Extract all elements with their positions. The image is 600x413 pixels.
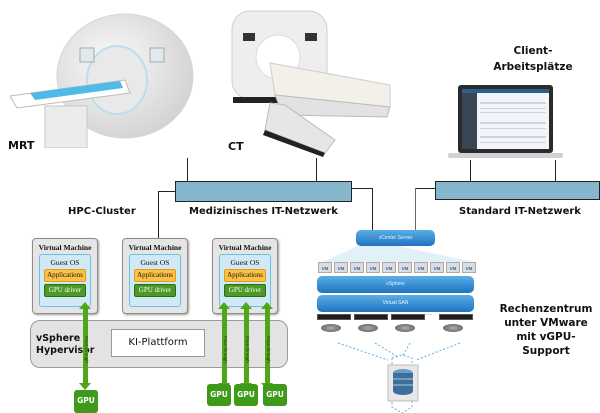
passthrough-label: Pass-through xyxy=(223,336,228,363)
dc-link-medical-v xyxy=(372,188,373,230)
clients-label-line2: Arbeitsplätze xyxy=(493,61,573,73)
datacenter-caption: Rechenzentrum unter VMware mit vGPU- Sup… xyxy=(492,302,600,358)
dc-link-standard-h xyxy=(415,188,436,189)
dc-link-standard-v xyxy=(415,188,416,230)
caption-line: Support xyxy=(522,345,570,357)
mri-scanner-image xyxy=(5,8,195,149)
vm-title: Virtual Machine xyxy=(128,243,182,252)
caption-line: unter VMware xyxy=(504,317,588,329)
server-1 xyxy=(317,314,351,320)
vm-box: VM xyxy=(334,262,348,273)
applications-box: Applications xyxy=(134,269,176,282)
gpu-2: GPU xyxy=(207,384,231,406)
hypervisor-label-line2: Hypervisor xyxy=(36,345,95,356)
vcenter-fan-connector xyxy=(322,246,474,262)
standard-network-bar xyxy=(435,181,600,200)
ct-link-right xyxy=(316,158,317,181)
standard-network-label: Standard IT-Netzwerk xyxy=(459,206,581,217)
guest-os: Guest OS Applications GPU driver xyxy=(129,254,181,307)
vm-box: VM xyxy=(414,262,428,273)
ct-link-left xyxy=(187,158,188,181)
client-link-right xyxy=(555,160,556,181)
vm-box: VM xyxy=(446,262,460,273)
vm-box: VM xyxy=(366,262,380,273)
hypervisor-label-line1: vSphere xyxy=(36,333,81,344)
vm-box: VM xyxy=(318,262,332,273)
vsphere-bar: vSphere xyxy=(317,276,474,293)
passthrough-arrow-3: Pass-through xyxy=(240,302,252,390)
gpu-driver-box: GPU driver xyxy=(44,284,86,297)
vm-box: VM xyxy=(350,262,364,273)
server-4 xyxy=(439,314,473,320)
passthrough-label: Pass-through xyxy=(245,336,250,363)
vm-box: VM xyxy=(382,262,396,273)
ct-scanner-image xyxy=(225,5,395,160)
laptop-image xyxy=(448,82,563,162)
medical-network-bar xyxy=(175,181,352,202)
gpu-driver-box: GPU driver xyxy=(134,284,176,297)
virtual-machine-1: Virtual Machine Guest OS Applications GP… xyxy=(32,238,98,314)
passthrough-arrow-2: Pass-through xyxy=(218,302,230,390)
hpc-link-h xyxy=(158,191,176,192)
clients-label-line1: Client- xyxy=(513,45,553,57)
virtual-machine-3: Virtual Machine Guest OS Applications GP… xyxy=(212,238,278,314)
server-ellipsis: .... xyxy=(426,311,433,317)
passthrough-label: Pass-through xyxy=(84,336,89,363)
applications-box: Applications xyxy=(224,269,266,282)
server-2 xyxy=(354,314,388,320)
passthrough-arrow-1: Pass-through xyxy=(79,302,91,390)
replication-arrows xyxy=(337,342,461,413)
guest-os-label: Guest OS xyxy=(230,258,260,267)
disk-icon xyxy=(443,324,463,332)
mri-label: MRT xyxy=(8,139,35,152)
ki-platform-label: KI-Plattform xyxy=(128,337,188,348)
clients-label: Client- Arbeitsplätze xyxy=(488,43,578,75)
guest-os-label: Guest OS xyxy=(140,258,170,267)
gpu-1: GPU xyxy=(74,390,98,413)
vcenter-server-bar: vCenter Server xyxy=(356,230,435,246)
vsphere-label: vSphere xyxy=(386,281,405,287)
virtual-machine-2: Virtual Machine Guest OS Applications GP… xyxy=(122,238,188,314)
hpc-cluster-label: HPC-Cluster xyxy=(68,206,136,217)
gpu-3: GPU xyxy=(234,384,258,406)
dc-link-medical-h xyxy=(351,188,372,189)
disk-icon xyxy=(395,324,415,332)
virtual-san-label: Virtual SAN xyxy=(382,300,409,306)
vm-box: VM xyxy=(398,262,412,273)
vcenter-server-label: vCenter Server xyxy=(378,235,413,241)
disk-icon xyxy=(358,324,378,332)
vm-box: VM xyxy=(462,262,476,273)
applications-box: Applications xyxy=(44,269,86,282)
mri-scanner-icon xyxy=(9,13,194,149)
caption-line: mit vGPU- xyxy=(516,331,576,343)
virtual-san-bar: Virtual SAN xyxy=(317,295,474,312)
medical-network-label: Medizinisches IT-Netzwerk xyxy=(189,206,338,217)
server-3 xyxy=(391,314,425,320)
guest-os-label: Guest OS xyxy=(50,258,80,267)
passthrough-label: Pass-through xyxy=(266,336,271,363)
vm-box: VM xyxy=(430,262,444,273)
ki-platform-box: KI-Plattform xyxy=(111,329,205,357)
caption-line: Rechenzentrum xyxy=(499,303,593,315)
ct-scanner-icon xyxy=(231,10,391,157)
gpu-driver-box: GPU driver xyxy=(224,284,266,297)
passthrough-arrow-4: Pass-through xyxy=(261,302,273,390)
hypervisor-label: vSphere Hypervisor xyxy=(36,333,94,357)
vsan-datastore xyxy=(337,342,461,413)
guest-os: Guest OS Applications GPU driver xyxy=(219,254,271,307)
ct-label: CT xyxy=(228,140,244,153)
guest-os: Guest OS Applications GPU driver xyxy=(39,254,91,307)
laptop-icon xyxy=(448,85,563,158)
client-link-left xyxy=(470,160,471,181)
hpc-link-v xyxy=(158,191,159,239)
vm-title: Virtual Machine xyxy=(218,243,272,252)
vm-title: Virtual Machine xyxy=(38,243,92,252)
disk-icon xyxy=(321,324,341,332)
gpu-4: GPU xyxy=(263,384,287,406)
database-icon xyxy=(387,364,419,402)
